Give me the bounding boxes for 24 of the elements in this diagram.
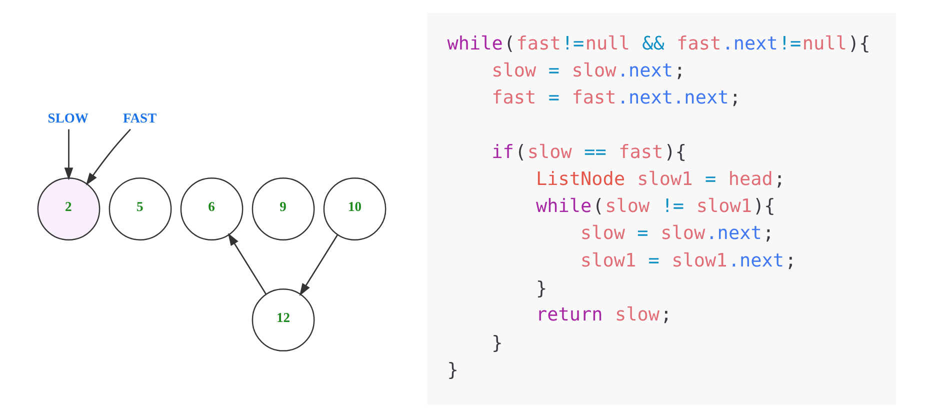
label: ListNode slow1 = head; bbox=[536, 168, 786, 190]
label: slow = slow.next; bbox=[580, 223, 774, 244]
arrow bbox=[64, 129, 74, 180]
node-circle: 5 bbox=[108, 178, 172, 240]
label: } bbox=[536, 278, 548, 300]
label: slow1 = slow1.next; bbox=[580, 250, 796, 272]
arrow bbox=[299, 234, 338, 296]
node-circle: 9 bbox=[252, 178, 315, 240]
arrow bbox=[86, 128, 131, 186]
node-text: FAST bbox=[123, 110, 157, 126]
label: } bbox=[492, 332, 503, 354]
node-circle: 6 bbox=[180, 178, 244, 240]
label: return slow; bbox=[536, 304, 672, 326]
label: slow = slow.next; bbox=[492, 60, 686, 82]
label: while(slow != slow1){ bbox=[536, 196, 776, 218]
label: fast = fast.next.next; bbox=[492, 88, 741, 109]
node-circle: 2 bbox=[37, 178, 100, 240]
label: while(fast!=null && fast.next!=null){ bbox=[447, 33, 870, 54]
label: } bbox=[447, 360, 458, 382]
node-circle: 12 bbox=[252, 288, 315, 352]
node-text: SLOW bbox=[48, 110, 88, 126]
node-circle: 10 bbox=[323, 178, 386, 240]
label: if(slow == fast){ bbox=[492, 142, 687, 163]
arrow bbox=[228, 232, 266, 294]
